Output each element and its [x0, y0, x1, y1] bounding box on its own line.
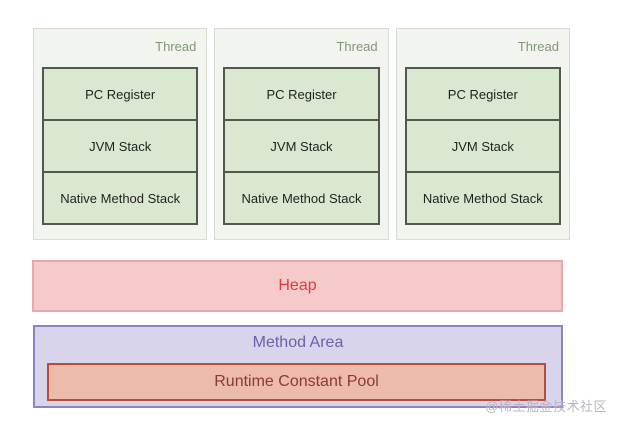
native-method-stack-box: Native Method Stack [404, 171, 561, 225]
jvm-stack-box: JVM Stack [223, 119, 380, 173]
heap-box: Heap [32, 260, 563, 312]
pc-register-box: PC Register [223, 67, 380, 121]
method-area-label: Method Area [252, 334, 344, 351]
pc-register-box: PC Register [404, 67, 561, 121]
thread-box-3: Thread PC Register JVM Stack Native Meth… [395, 28, 570, 240]
runtime-constant-pool-box: Runtime Constant Pool [47, 363, 546, 401]
jvm-stack-box: JVM Stack [42, 119, 199, 173]
threads-row: Thread PC Register JVM Stack Native Meth… [33, 28, 570, 240]
watermark-text: @稀土掘金技术社区 [485, 399, 607, 414]
thread-label: Thread [155, 39, 197, 54]
thread-label: Thread [336, 39, 378, 54]
thread-stack: PC Register JVM Stack Native Method Stac… [223, 67, 380, 225]
pc-register-box: PC Register [42, 67, 199, 121]
thread-stack: PC Register JVM Stack Native Method Stac… [404, 67, 561, 225]
jvm-stack-box: JVM Stack [404, 119, 561, 173]
thread-stack: PC Register JVM Stack Native Method Stac… [42, 67, 199, 225]
native-method-stack-box: Native Method Stack [223, 171, 380, 225]
thread-box-2: Thread PC Register JVM Stack Native Meth… [214, 28, 389, 240]
thread-label: Thread [517, 39, 559, 54]
method-area-box: Method Area Runtime Constant Pool [33, 325, 563, 408]
native-method-stack-box: Native Method Stack [42, 171, 199, 225]
thread-box-1: Thread PC Register JVM Stack Native Meth… [33, 28, 208, 240]
